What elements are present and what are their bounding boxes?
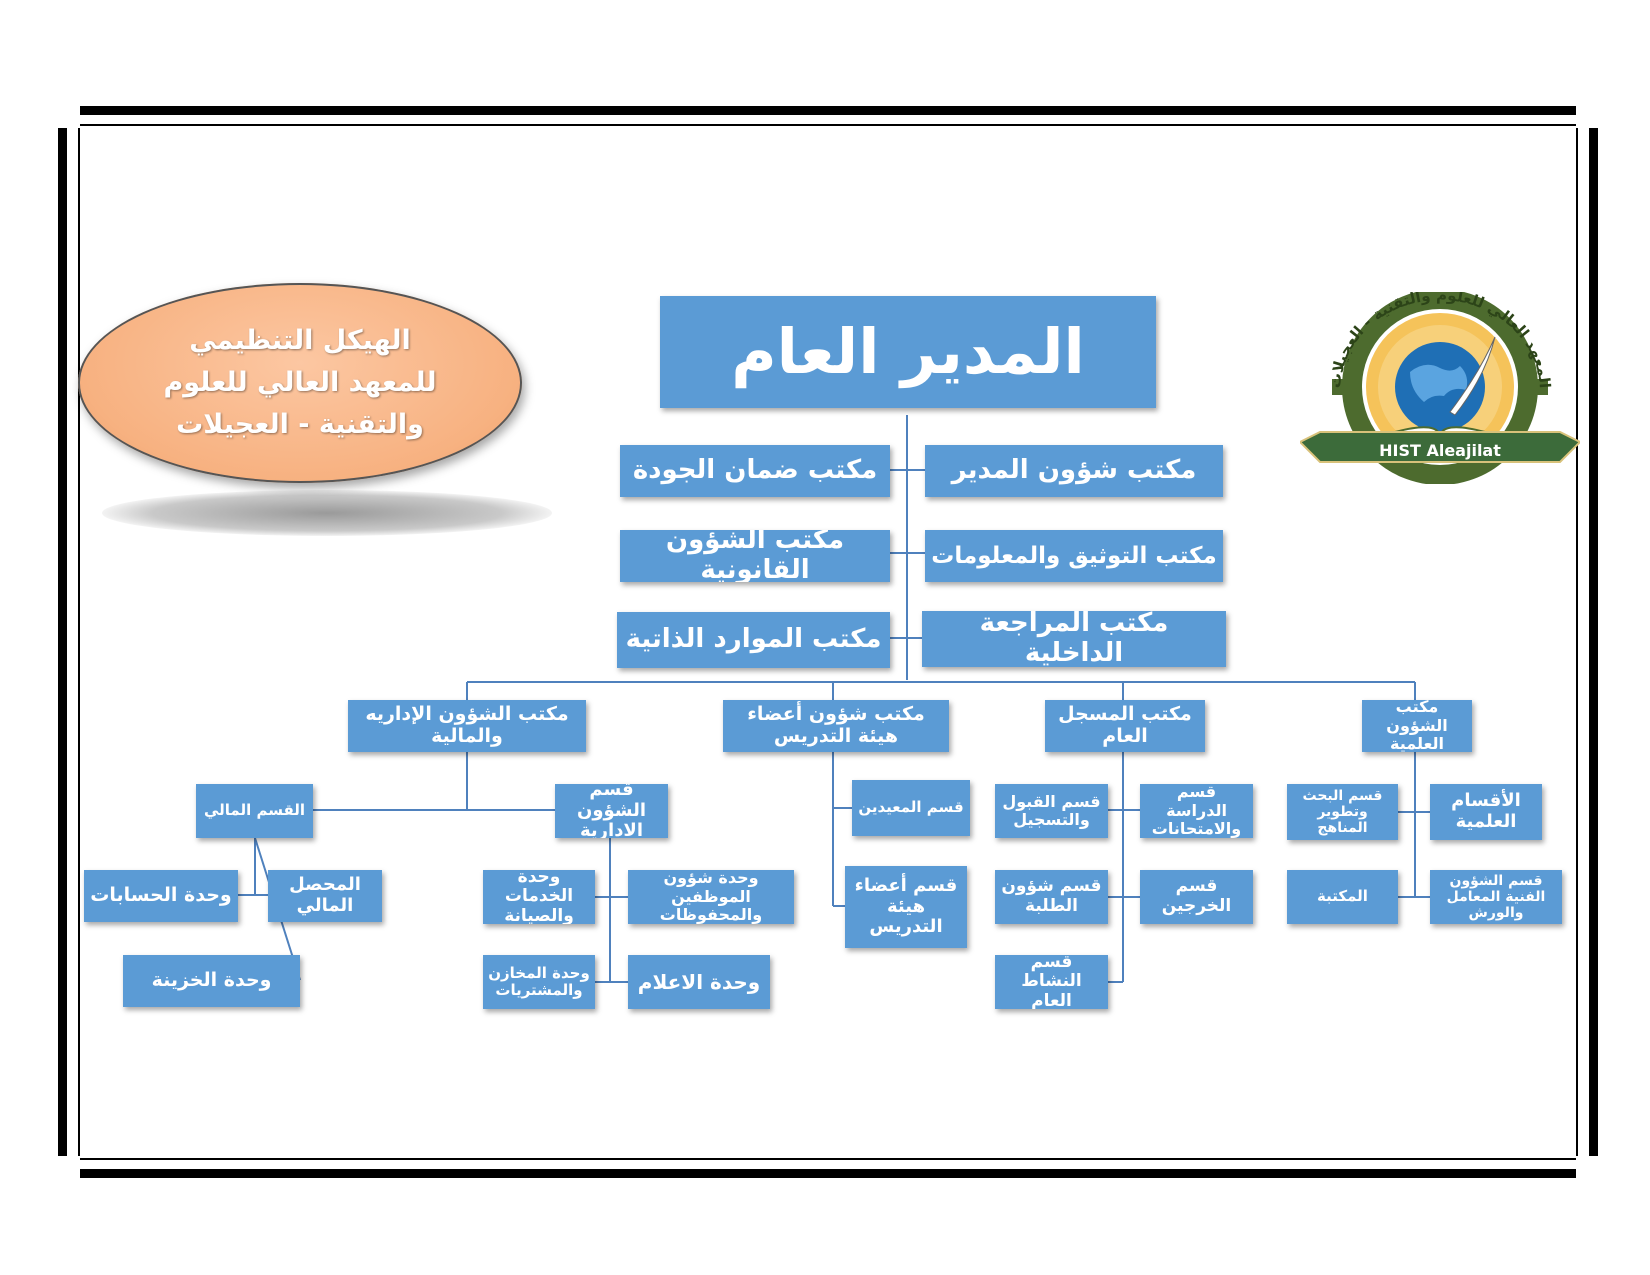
node-media-unit: وحدة الاعلام	[628, 955, 770, 1009]
node-study-exams: قسم الدراسة والامتحانات	[1140, 784, 1253, 838]
node-stores-unit: وحدة المخازن والمشتريات	[483, 955, 595, 1009]
node-graduates: قسم الخرجين	[1140, 870, 1253, 924]
page-frame-outer	[58, 106, 1598, 1178]
node-admission: قسم القبول والتسجيل	[995, 784, 1108, 838]
node-admin-financial: مكتب الشؤون الإداريه والمالية	[348, 700, 586, 752]
node-financial-collector: المحصل المالي	[268, 870, 382, 922]
node-student-affairs: قسم شؤون الطلبة	[995, 870, 1108, 924]
node-faculty-affairs: مكتب شؤون أعضاء هيئة التدريس	[723, 700, 949, 752]
node-research-curricula: قسم البحث وتطوير المناهج	[1287, 784, 1398, 840]
title-oval-shadow	[102, 490, 552, 536]
node-general-director: المدير العام	[660, 296, 1156, 408]
logo-banner-text: HIST Aleajilat	[1379, 441, 1501, 460]
node-quality-assurance: مكتب ضمان الجودة	[620, 445, 890, 497]
node-scientific-affairs: مكتب الشؤون العلمية	[1362, 700, 1472, 752]
node-director-affairs: مكتب شؤون المدير	[925, 445, 1223, 497]
node-internal-audit: مكتب المراجعة الداخلية	[922, 611, 1226, 667]
node-faculty-members: قسم أعضاء هيئة التدريس	[845, 866, 967, 948]
globe-icon	[1395, 342, 1485, 432]
chart-title: الهيكل التنظيمي للمعهد العالي للعلوم وال…	[163, 325, 437, 440]
frame-corner	[58, 106, 80, 128]
node-employees-unit: وحدة شؤون الموظفين والمحفوظات	[628, 870, 794, 924]
title-oval: الهيكل التنظيمي للمعهد العالي للعلوم وال…	[78, 283, 522, 483]
node-registrar: مكتب المسجل العام	[1045, 700, 1205, 752]
node-accounts-unit: وحدة الحسابات	[84, 870, 238, 922]
frame-corner	[58, 1156, 80, 1178]
node-legal-affairs: مكتب الشؤون القانونية	[620, 530, 890, 582]
node-public-activity: قسم النشاط العام	[995, 955, 1108, 1009]
node-teaching-assistants: قسم المعيدين	[852, 780, 970, 836]
node-scientific-depts: الأقسام العلمية	[1430, 784, 1542, 840]
frame-corner	[1576, 1156, 1598, 1178]
page-frame-inner	[78, 124, 1578, 1160]
node-services-unit: وحدة الخدمات والصيانة	[483, 870, 595, 924]
node-documentation: مكتب التوثيق والمعلومات	[925, 530, 1223, 582]
institute-logo: المعهد العالي للعلوم والتقنية - العجيلات…	[1300, 292, 1580, 484]
quill-icon	[1449, 336, 1496, 416]
node-treasury-unit: وحدة الخزينة	[123, 955, 300, 1007]
node-financial-dept: القسم المالي	[196, 784, 313, 838]
node-technical-labs: قسم الشؤون الفنية المعامل والورش	[1430, 870, 1562, 924]
logo-banner: HIST Aleajilat	[1300, 431, 1580, 463]
node-self-resources: مكتب الموارد الذاتية	[617, 612, 890, 668]
frame-corner	[1576, 106, 1598, 128]
node-admin-dept: قسم الشؤون الادارية	[555, 784, 668, 838]
node-library: المكتبة	[1287, 870, 1398, 924]
